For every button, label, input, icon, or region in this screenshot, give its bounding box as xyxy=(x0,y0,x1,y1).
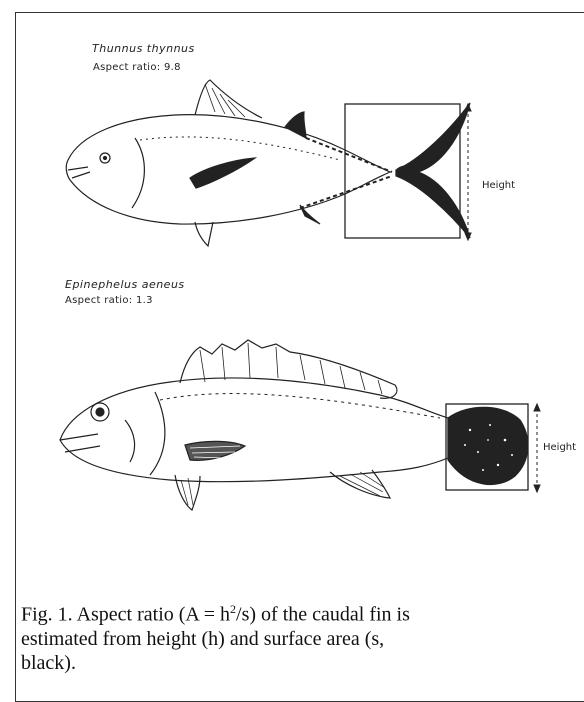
tuna-illustration xyxy=(66,80,470,246)
caption-line-1b: /s) of the caudal fin is xyxy=(236,604,410,626)
caption-line-1a: Fig. 1. Aspect ratio (A = h xyxy=(21,604,230,626)
figure-caption: Fig. 1. Aspect ratio (A = h2/s) of the c… xyxy=(21,597,584,675)
caption-line-3: black). xyxy=(21,651,584,675)
grouper-illustration xyxy=(60,340,528,510)
grouper-height-arrow xyxy=(534,404,540,492)
tuna-height-arrow xyxy=(465,104,471,240)
height-label-tuna: Height xyxy=(482,180,515,191)
caption-line-1: Fig. 1. Aspect ratio (A = h2/s) of the c… xyxy=(21,597,584,627)
caption-line-2: estimated from height (h) and surface ar… xyxy=(21,627,584,651)
height-label-grouper: Height xyxy=(543,442,576,453)
